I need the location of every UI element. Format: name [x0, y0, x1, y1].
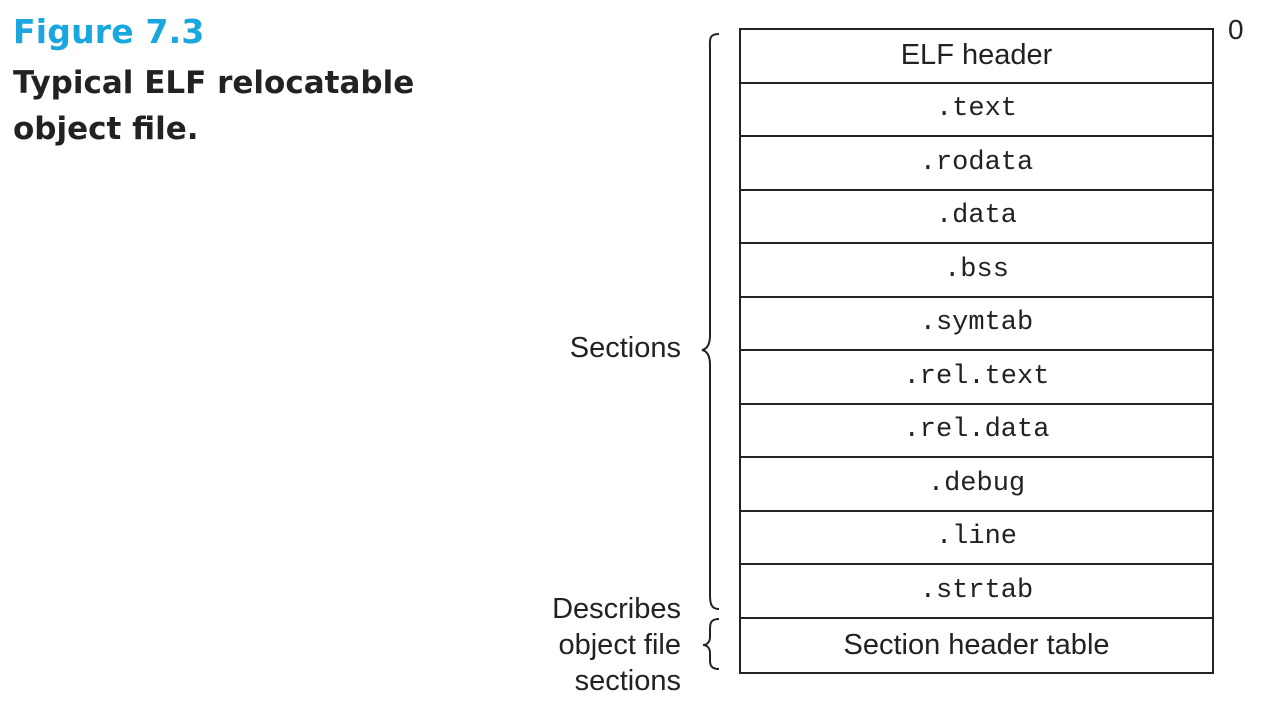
- figure-caption: Typical ELF relocatable object file.: [13, 65, 415, 147]
- elf-row-debug: .debug: [741, 458, 1212, 512]
- describes-line-1: Describes: [552, 593, 681, 625]
- describes-brace: [702, 618, 720, 670]
- elf-row-rel-text: .rel.text: [741, 351, 1212, 405]
- elf-file-layout: ELF header .text .rodata .data .bss .sym…: [739, 28, 1214, 674]
- elf-row-symtab: .symtab: [741, 298, 1212, 351]
- offset-zero-label: 0: [1228, 14, 1244, 45]
- describes-line-3: sections: [574, 665, 681, 697]
- figure-number: Figure 7.3: [13, 12, 205, 51]
- describes-line-2: object file: [558, 629, 681, 661]
- elf-row-data: .data: [741, 191, 1212, 244]
- sections-label: Sections: [569, 332, 681, 364]
- sections-brace: [701, 33, 720, 610]
- elf-row-rodata: .rodata: [741, 137, 1212, 191]
- elf-row-text: .text: [741, 84, 1212, 137]
- elf-row-elf-header: ELF header: [741, 30, 1212, 84]
- elf-row-rel-data: .rel.data: [741, 405, 1212, 458]
- elf-row-line: .line: [741, 512, 1212, 565]
- elf-row-section-header-table: Section header table: [843, 628, 1110, 661]
- elf-row-strtab: .strtab: [741, 565, 1212, 619]
- describes-label: Describes object file sections: [481, 591, 681, 699]
- elf-row-bss: .bss: [741, 244, 1212, 298]
